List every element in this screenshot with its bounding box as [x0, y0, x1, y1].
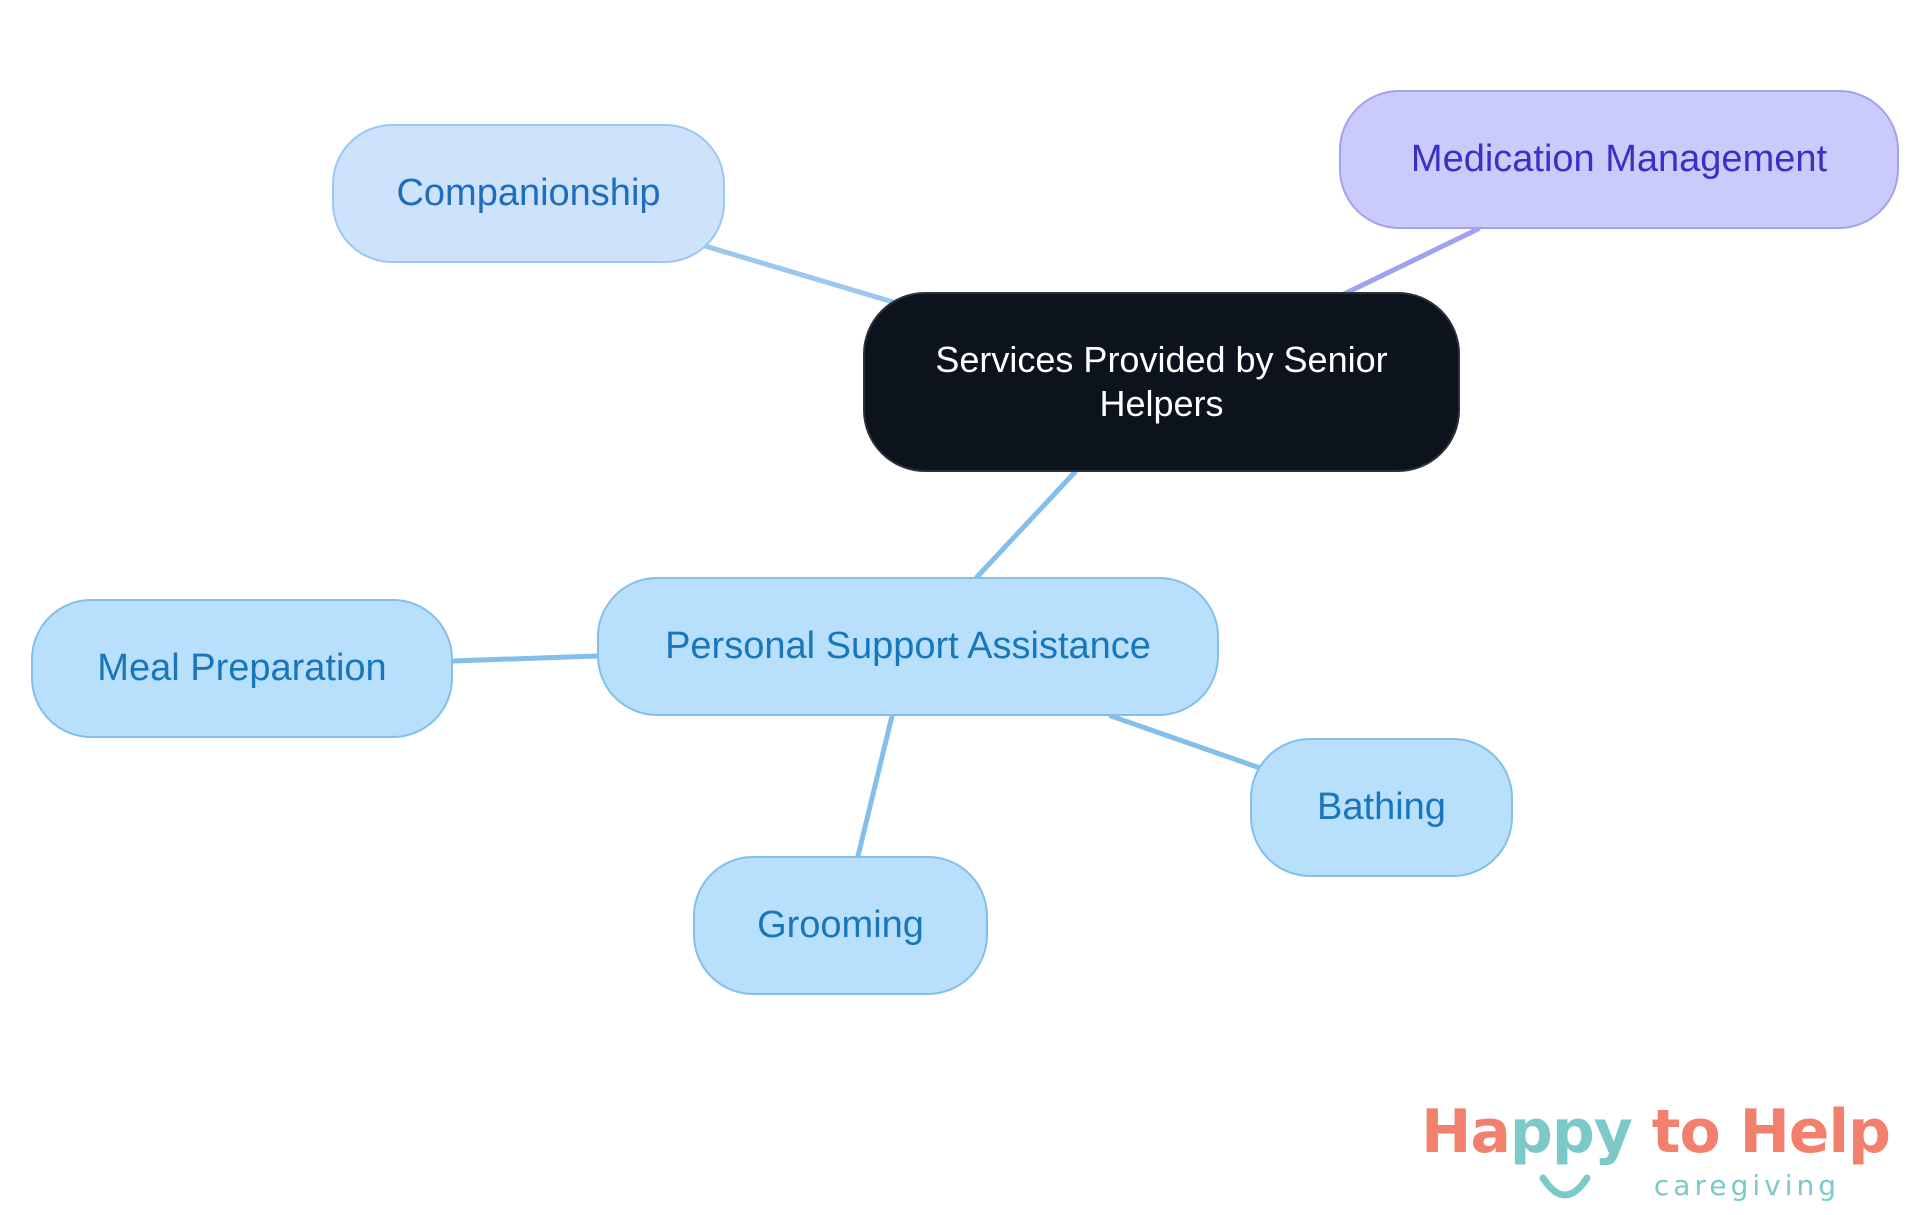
node-grooming-label: Grooming [757, 904, 924, 947]
root-node-services[interactable]: Services Provided by Senior Helpers [863, 292, 1460, 472]
logo-title-part-teal: ppy [1509, 1097, 1633, 1167]
node-personal-support-assistance[interactable]: Personal Support Assistance [597, 577, 1219, 716]
company-logo: Happy to Help caregiving [1420, 1102, 1891, 1208]
edge-root-personal [974, 469, 1078, 580]
node-bathing[interactable]: Bathing [1250, 738, 1513, 877]
node-meal-preparation[interactable]: Meal Preparation [31, 599, 453, 738]
edge-root-medication [1341, 226, 1481, 297]
edge-personal-bathing [1108, 713, 1263, 771]
smile-icon [1539, 1174, 1591, 1199]
node-medication-management[interactable]: Medication Management [1339, 90, 1899, 229]
node-meal-preparation-label: Meal Preparation [97, 647, 387, 690]
logo-title-part-coral-2: to Help [1631, 1097, 1891, 1167]
edge-personal-grooming [855, 713, 895, 859]
edge-personal-meal [450, 653, 600, 664]
node-companionship[interactable]: Companionship [332, 124, 725, 263]
edge-root-companionship [702, 243, 896, 305]
root-node-label: Services Provided by Senior Helpers [935, 339, 1388, 424]
logo-subtitle: caregiving [1653, 1169, 1840, 1202]
logo-title: Happy to Help [1421, 1102, 1891, 1162]
node-personal-support-assistance-label: Personal Support Assistance [665, 625, 1151, 668]
node-companionship-label: Companionship [396, 172, 661, 215]
node-bathing-label: Bathing [1317, 786, 1446, 829]
logo-title-part-coral-1: Ha [1421, 1097, 1511, 1167]
node-grooming[interactable]: Grooming [693, 856, 988, 995]
node-medication-management-label: Medication Management [1410, 138, 1828, 181]
